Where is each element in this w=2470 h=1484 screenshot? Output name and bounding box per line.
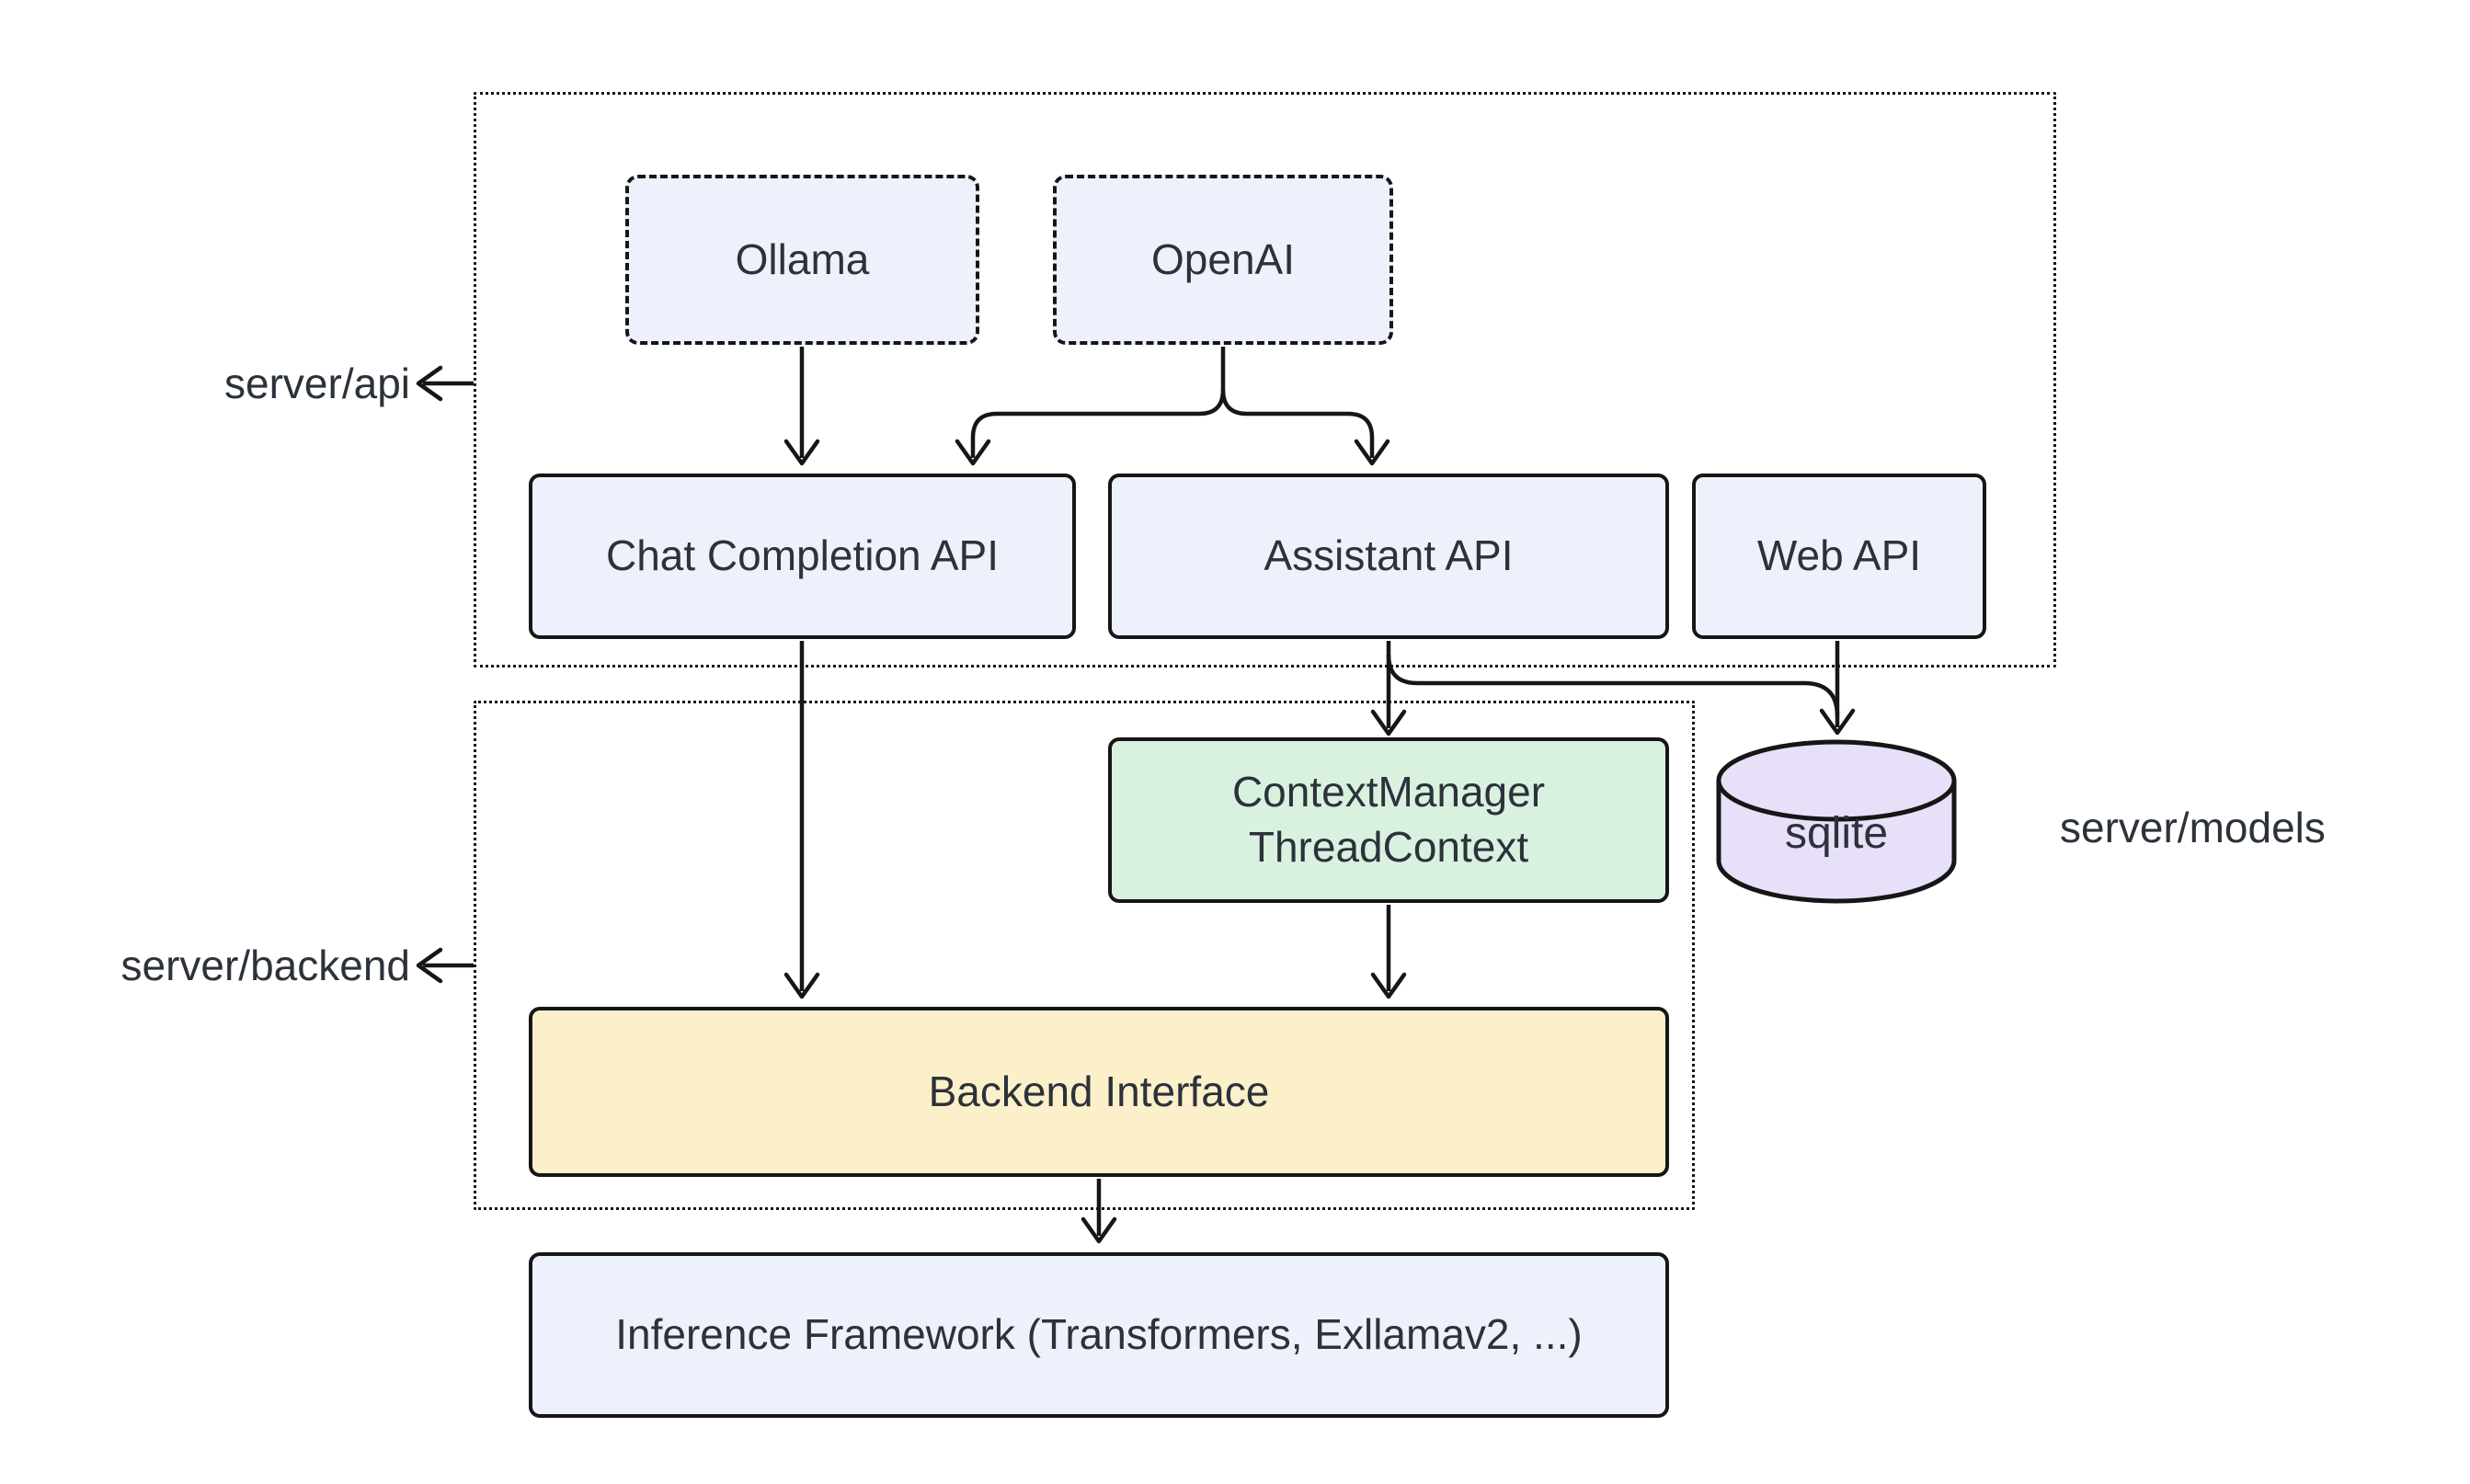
node-inference-framework: Inference Framework (Transformers, Exlla… (529, 1252, 1669, 1418)
database-cylinder-icon (1716, 739, 1957, 904)
node-label-line2: ThreadContext (1248, 823, 1529, 871)
node-label: Ollama (735, 234, 870, 283)
label-server-backend: server/backend (120, 942, 411, 989)
arrowhead-icon (783, 972, 820, 999)
node-chat-completion-api: Chat Completion API (529, 474, 1076, 639)
node-label: Inference Framework (Transformers, Exlla… (615, 1310, 1583, 1359)
arrowhead-icon (783, 439, 820, 466)
arrowhead-left-icon (416, 947, 443, 984)
arrowhead-icon (1081, 1216, 1117, 1244)
node-sqlite-label: sqlite (1784, 809, 1889, 858)
arrowhead-icon (1819, 708, 1856, 736)
node-openai: OpenAI (1053, 175, 1393, 345)
node-label: OpenAI (1151, 234, 1295, 283)
node-context-manager: ContextManager ThreadContext (1108, 737, 1669, 903)
label-server-api: server/api (224, 360, 410, 407)
node-label: Backend Interface (928, 1067, 1270, 1115)
edge-assistant-to-sqlite (1386, 654, 1840, 717)
node-backend-interface: Backend Interface (529, 1007, 1669, 1177)
node-label-line1: ContextManager (1231, 768, 1546, 816)
edges (416, 347, 1856, 1244)
arrowhead-icon (1370, 972, 1407, 999)
arrowhead-left-icon (416, 365, 443, 402)
node-web-api: Web API (1692, 474, 1986, 639)
group-server-backend (474, 701, 1695, 1210)
arrowhead-icon (1354, 439, 1390, 466)
group-server-api (474, 92, 2056, 668)
arrowhead-icon (1370, 709, 1407, 736)
label-server-models: server/models (2060, 804, 2326, 851)
node-assistant-api: Assistant API (1108, 474, 1669, 639)
node-label: Web API (1756, 531, 1922, 580)
arrowhead-icon (955, 439, 991, 466)
edge-openai-to-chat (970, 347, 1226, 458)
node-label: Assistant API (1264, 531, 1514, 580)
edge-openai-to-assistant (1220, 389, 1375, 458)
node-ollama: Ollama (625, 175, 979, 345)
node-label: Chat Completion API (605, 531, 999, 580)
